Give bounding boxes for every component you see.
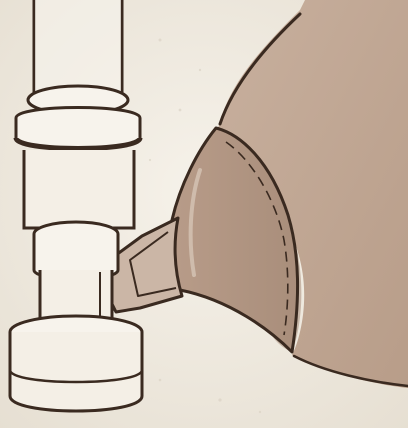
upper-cap-body xyxy=(16,108,140,149)
base-body xyxy=(10,332,142,411)
tube-fill xyxy=(35,0,121,98)
pump-chamber xyxy=(24,150,134,228)
